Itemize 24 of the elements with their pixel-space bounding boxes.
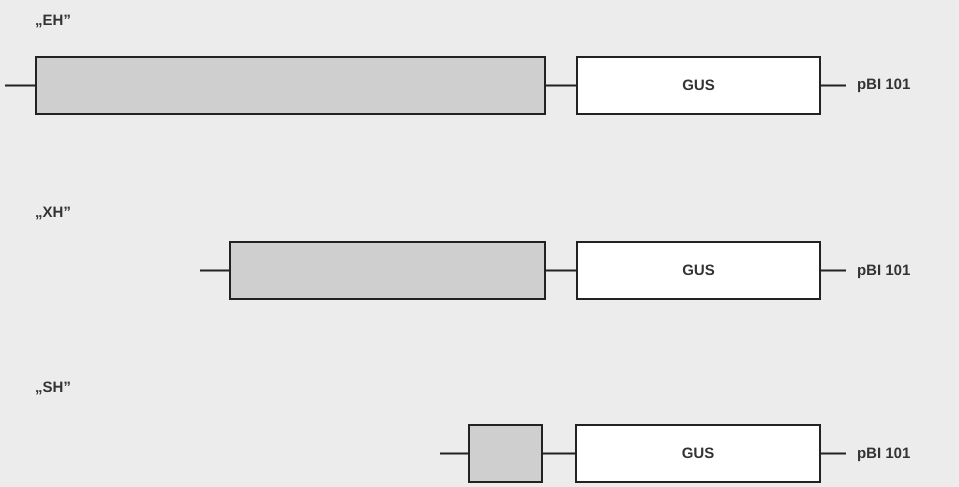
- gene-name: GUS: [682, 262, 715, 279]
- vector-label: pBI 101: [857, 445, 910, 463]
- gene-name: GUS: [682, 77, 715, 94]
- connector-line: [821, 84, 846, 86]
- connector-line: [200, 270, 229, 272]
- connector-line: [821, 270, 846, 272]
- insert-box: [35, 56, 546, 115]
- vector-label: pBI 101: [857, 76, 910, 94]
- construct-label: „SH”: [35, 379, 71, 397]
- connector-line: [821, 452, 846, 454]
- connector-line: [546, 84, 576, 86]
- construct-label: „EH”: [35, 12, 71, 30]
- connector-line: [440, 452, 468, 454]
- connector-line: [546, 270, 576, 272]
- vector-label: pBI 101: [857, 262, 910, 280]
- gene-name: GUS: [682, 445, 714, 462]
- gene-box: [576, 56, 821, 115]
- gene-box: [575, 424, 821, 483]
- insert-box: [229, 241, 546, 300]
- construct-label: „XH”: [35, 204, 71, 222]
- connector-line: [543, 452, 575, 454]
- connector-line: [5, 84, 35, 86]
- gene-box: [576, 241, 821, 300]
- insert-box: [468, 424, 543, 483]
